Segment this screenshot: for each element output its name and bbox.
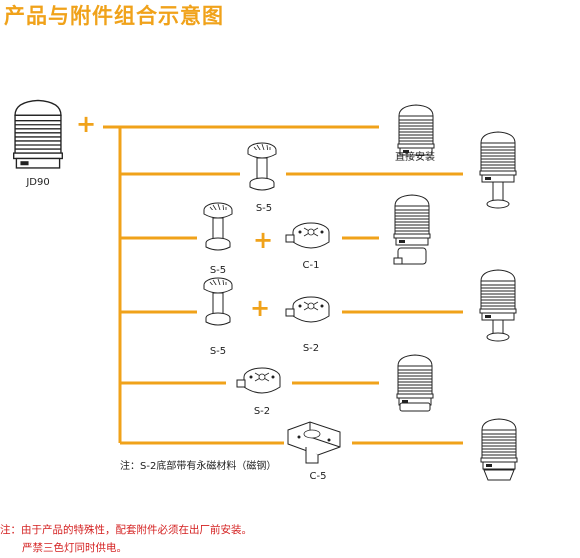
footer-note: 注：由于产品的特殊性，配套附件必须在出厂前安装。 (0, 524, 252, 536)
magnetic-base-icon (399, 402, 431, 412)
pole-bracket-icon (247, 142, 277, 191)
pole-bracket-icon (486, 319, 510, 342)
s5-label: S-5 (255, 203, 273, 214)
pole-bracket-icon (203, 277, 233, 326)
s2-label: S-2 (302, 343, 320, 354)
s5-label: S-5 (209, 265, 227, 276)
beacon-light-icon (479, 131, 517, 183)
magnetic-base-icon (285, 296, 330, 323)
c5-label: C-5 (309, 471, 327, 482)
magnetic-base-icon (236, 367, 281, 394)
beacon-light-icon (480, 418, 518, 470)
base-mount-icon (393, 247, 427, 265)
wall-bracket-icon (287, 421, 341, 464)
wall-bracket-icon (483, 469, 515, 481)
beacon-pole-icon (486, 181, 510, 209)
beacon-light-icon (479, 269, 517, 321)
connector-lines (103, 125, 463, 445)
plus-sign: + (252, 226, 274, 254)
diagram-title: 产品与附件组合示意图 (4, 4, 224, 28)
magnet-note: 注：S-2底部带有永磁材料（磁钢） (120, 461, 277, 472)
s2-label: S-2 (253, 406, 271, 417)
jd90-label: JD90 (26, 177, 50, 188)
beacon-light-icon (13, 99, 63, 169)
s5-label: S-5 (209, 346, 227, 357)
beacon-light-icon (393, 194, 431, 246)
plus-sign: + (75, 110, 97, 138)
pole-bracket-icon (203, 202, 233, 251)
plus-sign: + (249, 294, 271, 322)
base-mount-icon (285, 222, 330, 249)
direct-install-label: 直接安装 (395, 152, 435, 163)
footer-note: 严禁三色灯同时供电。 (22, 542, 127, 554)
c1-label: C-1 (302, 260, 320, 271)
beacon-light-icon (396, 354, 434, 406)
